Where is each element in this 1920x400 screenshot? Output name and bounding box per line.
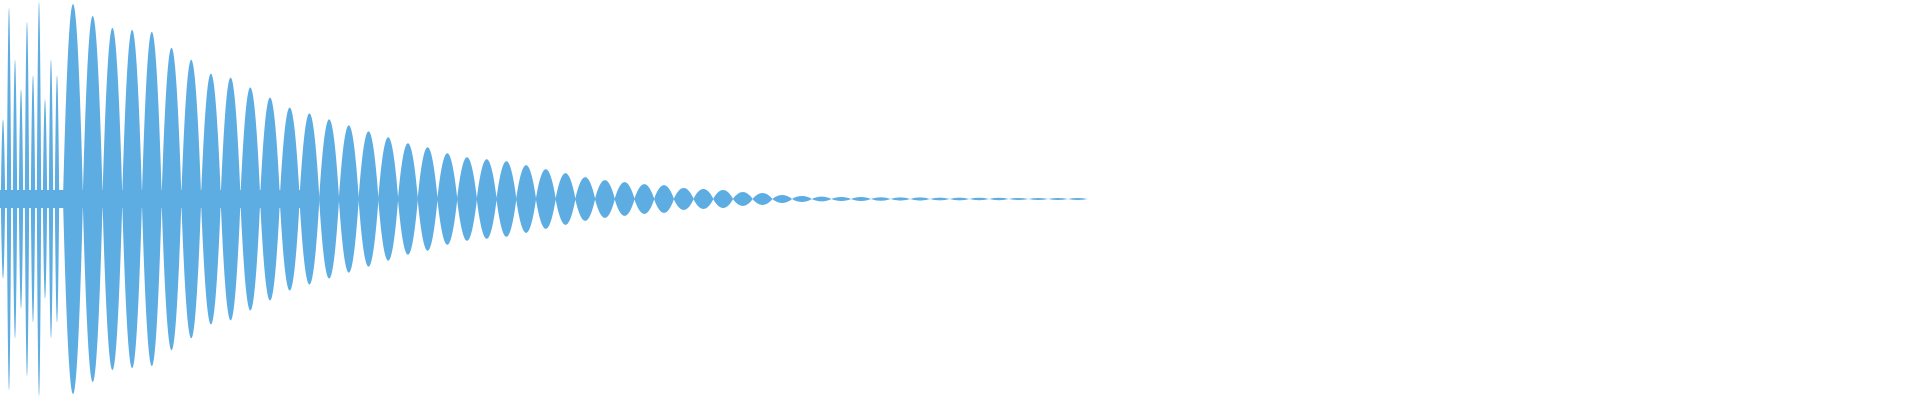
attack-spike	[0, 119, 6, 279]
waveform-lobe	[82, 15, 103, 383]
waveform-lobe	[910, 197, 931, 201]
waveform-lobe	[122, 29, 143, 369]
waveform-lobe	[732, 192, 753, 206]
attack-spike	[48, 59, 54, 339]
waveform-lobe	[417, 147, 438, 251]
waveform-lobe	[752, 193, 773, 205]
waveform-lobe	[161, 47, 182, 351]
waveform-lobe	[1008, 198, 1029, 200]
waveform-lobe	[693, 189, 714, 209]
waveform-lobe	[279, 107, 300, 291]
waveform-lobe	[1028, 198, 1049, 200]
waveform-lobe	[949, 197, 970, 201]
attack-spike	[12, 59, 18, 339]
waveform-lobe	[141, 31, 162, 367]
attack-spike	[18, 89, 24, 309]
waveform-lobe	[929, 197, 950, 201]
attack-spike	[54, 75, 60, 323]
waveform-lobe	[358, 131, 379, 267]
waveform-lobe	[535, 169, 556, 229]
attack-spike	[6, 7, 12, 391]
waveform-lobe	[791, 196, 812, 202]
waveform-lobe	[220, 77, 241, 321]
waveform-lobe	[831, 197, 852, 201]
waveform-lobe	[516, 165, 537, 233]
waveform-lobe	[181, 59, 202, 339]
attack-spike	[36, 1, 42, 397]
waveform-lobe	[240, 87, 261, 311]
attack-spike	[24, 21, 30, 377]
waveform-lobe	[811, 196, 832, 202]
waveform-lobe	[457, 157, 477, 241]
attack-spike	[30, 75, 36, 323]
waveform-lobe	[1067, 198, 1088, 200]
waveform-lobe	[988, 197, 1009, 201]
waveform-lobe	[614, 182, 635, 216]
attack-spike	[42, 99, 48, 299]
waveform-lobe	[575, 177, 596, 221]
waveform-lobe	[555, 173, 576, 225]
waveform-lobe	[969, 197, 990, 201]
waveform-lobe	[654, 185, 674, 213]
waveform-lobe	[496, 161, 517, 237]
waveform-lobe	[870, 197, 891, 201]
waveform-lobe	[713, 190, 734, 208]
waveform-lobe	[397, 143, 418, 255]
waveform-lobe	[319, 119, 340, 279]
waveform-lobe	[378, 137, 399, 261]
waveform-lobe	[890, 197, 911, 201]
waveform-lobe	[1048, 198, 1068, 200]
waveform-lobe	[634, 184, 655, 214]
waveform-lobe	[851, 197, 871, 201]
waveform-lobe	[772, 195, 793, 203]
waveform-lobe	[200, 73, 221, 325]
waveform-lobe	[673, 188, 694, 210]
waveform-lobe	[260, 97, 280, 301]
waveform-lobe	[102, 27, 123, 371]
waveform-lobe	[594, 180, 615, 218]
waveform-lobe	[437, 153, 458, 245]
waveform-lobe	[338, 125, 359, 273]
waveform-lobe	[299, 113, 320, 285]
waveform-lobe	[63, 3, 83, 395]
waveform-lobe	[476, 159, 497, 239]
